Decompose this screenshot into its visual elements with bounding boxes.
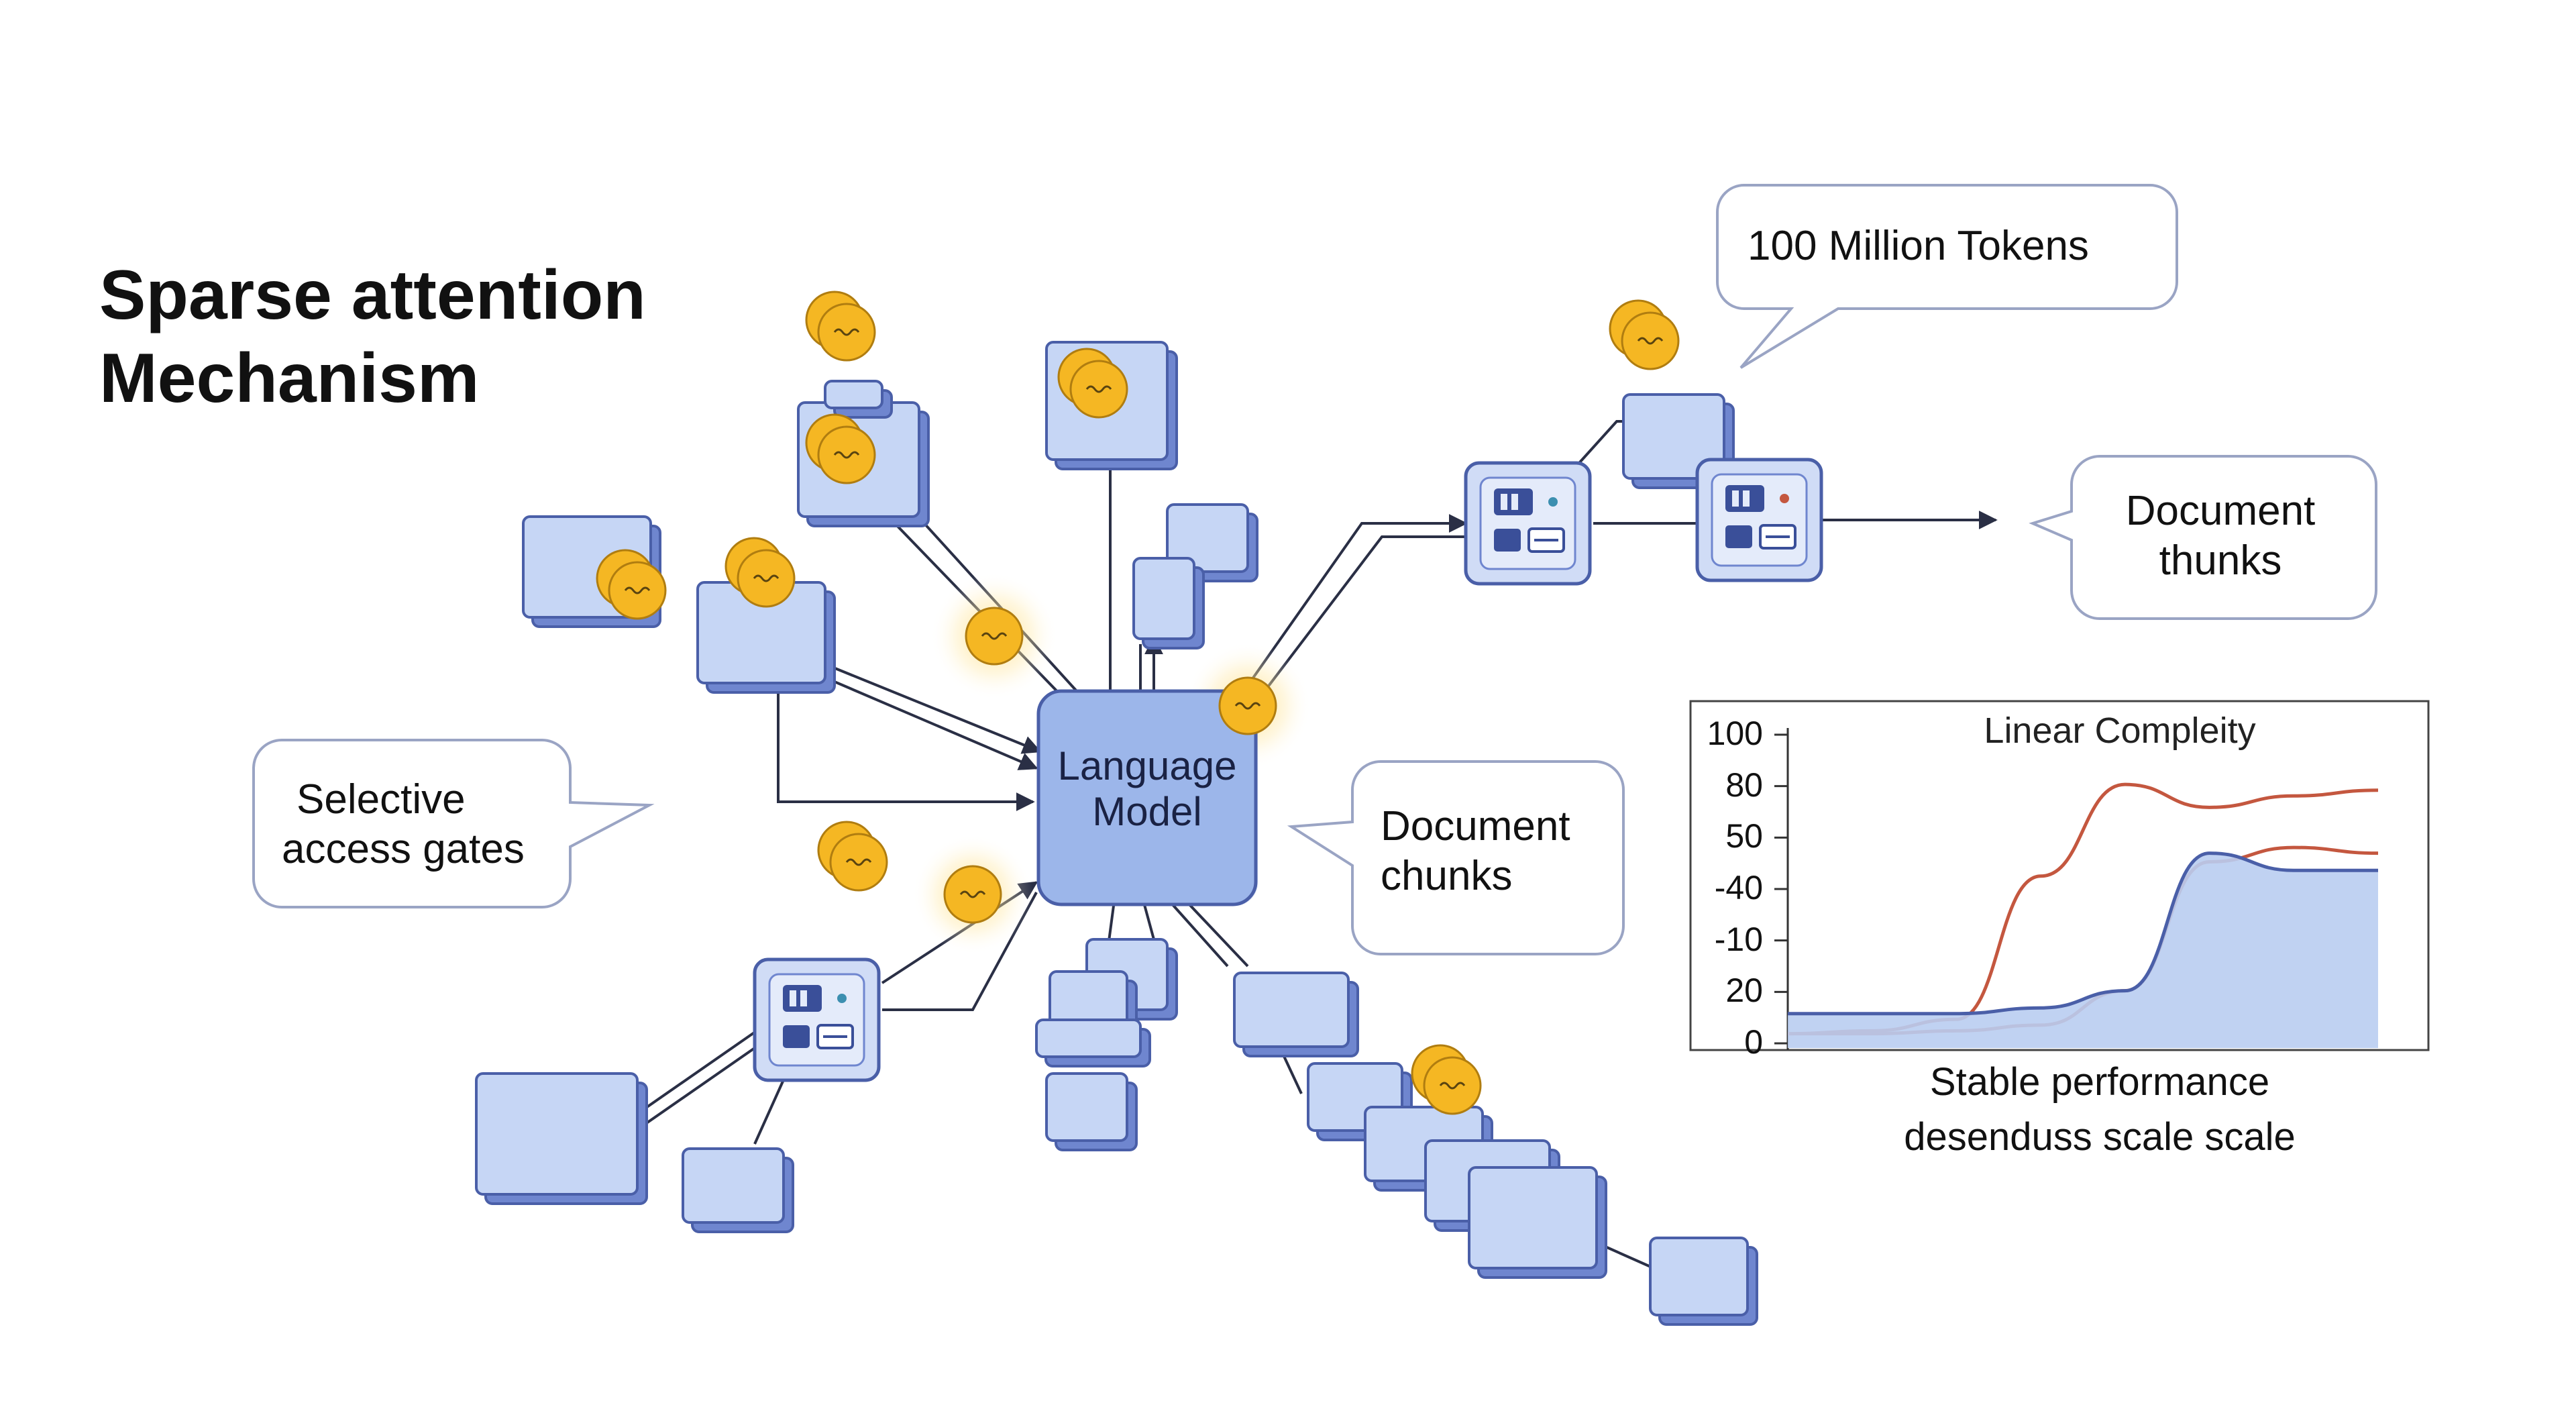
doc-chunks-line: Document bbox=[1381, 803, 1570, 849]
node-block bbox=[696, 581, 836, 694]
chart-title: Linear Compleity bbox=[1984, 711, 2256, 751]
callouts bbox=[252, 184, 2377, 955]
hub-label-line: Model bbox=[1092, 789, 1202, 834]
doc-thunks-line: Document bbox=[2125, 488, 2316, 534]
node-block bbox=[1468, 1166, 1607, 1279]
edge bbox=[636, 1029, 759, 1115]
node-block bbox=[475, 1072, 648, 1205]
node-block bbox=[1649, 1237, 1758, 1326]
token-coin bbox=[943, 865, 1002, 924]
y-axis bbox=[1774, 728, 1789, 1050]
edge bbox=[639, 1042, 763, 1129]
edge bbox=[824, 663, 1042, 754]
node-block bbox=[1035, 1019, 1151, 1067]
node-block bbox=[1132, 557, 1205, 649]
edge bbox=[1233, 514, 1468, 706]
token-coin bbox=[724, 537, 796, 608]
edge bbox=[1169, 901, 1229, 968]
edge bbox=[1253, 535, 1466, 706]
hub-box bbox=[1036, 689, 1258, 906]
token-coin bbox=[1218, 676, 1277, 735]
doc-chunks-label: Document chunks bbox=[1381, 802, 1570, 901]
device-icon bbox=[1464, 461, 1592, 586]
token-coin bbox=[1609, 299, 1680, 370]
gates-line: access gates bbox=[282, 826, 525, 872]
y-tick-label: 80 bbox=[1725, 766, 1763, 804]
tokens-callout bbox=[1716, 184, 2178, 369]
gates-line: Selective bbox=[297, 776, 466, 823]
device-icon bbox=[753, 957, 881, 1082]
doc-chunks-line: chunks bbox=[1381, 853, 1513, 899]
chart bbox=[1689, 700, 2430, 1051]
edge bbox=[753, 1076, 786, 1145]
edge bbox=[1142, 902, 1155, 940]
series-area bbox=[1788, 853, 2378, 1048]
node-block bbox=[1166, 503, 1258, 582]
node-block bbox=[1233, 972, 1359, 1057]
caption-line: desenduss scale scale bbox=[1904, 1115, 2296, 1159]
y-tick-label: -40 bbox=[1714, 869, 1763, 906]
hub-label: Language Model bbox=[1038, 743, 1256, 835]
node-block bbox=[824, 380, 893, 419]
devices bbox=[753, 458, 1823, 1082]
token-coin bbox=[805, 291, 876, 362]
node-block bbox=[682, 1147, 794, 1233]
doc-chunks-callout bbox=[1287, 760, 1625, 955]
series-line bbox=[1788, 851, 2378, 1016]
language-model-hub bbox=[1036, 689, 1258, 906]
page-title: Sparse attention Mechanism bbox=[99, 254, 646, 420]
node-block bbox=[1045, 1072, 1138, 1151]
doc-thunks-line: thunks bbox=[2159, 537, 2282, 584]
edge bbox=[1572, 420, 1623, 471]
y-tick-label: 100 bbox=[1707, 715, 1763, 752]
token-coin bbox=[965, 607, 1024, 666]
y-tick-label: -10 bbox=[1714, 920, 1763, 958]
chart-series bbox=[1787, 782, 2379, 1048]
title-line: Sparse attention bbox=[99, 256, 646, 334]
token-coin bbox=[817, 821, 888, 892]
gates-callout bbox=[252, 739, 655, 908]
token-coin bbox=[805, 413, 876, 484]
token-coin bbox=[596, 549, 667, 620]
hub-label-line: Language bbox=[1057, 743, 1237, 788]
edge bbox=[1186, 901, 1249, 968]
tokens bbox=[596, 291, 1680, 1115]
gates-label: Selective access gates bbox=[282, 775, 525, 874]
edge bbox=[777, 684, 1035, 811]
tokens-callout-label: 100 Million Tokens bbox=[1748, 223, 2089, 269]
doc-thunks-callout bbox=[2029, 455, 2377, 620]
device-icon bbox=[1695, 458, 1823, 582]
token-coin bbox=[1057, 348, 1128, 419]
token-coin bbox=[1411, 1044, 1482, 1115]
chart-caption: Stable performance desenduss scale scale bbox=[1811, 1055, 2388, 1165]
y-tick-label: 50 bbox=[1725, 817, 1763, 855]
y-tick-label: 20 bbox=[1725, 972, 1763, 1010]
title-line: Mechanism bbox=[99, 340, 480, 417]
edge bbox=[824, 676, 1038, 770]
caption-line: Stable performance bbox=[1929, 1060, 2270, 1104]
y-tick-label: 0 bbox=[1744, 1023, 1763, 1061]
doc-thunks-label: Document thunks bbox=[2086, 486, 2355, 586]
